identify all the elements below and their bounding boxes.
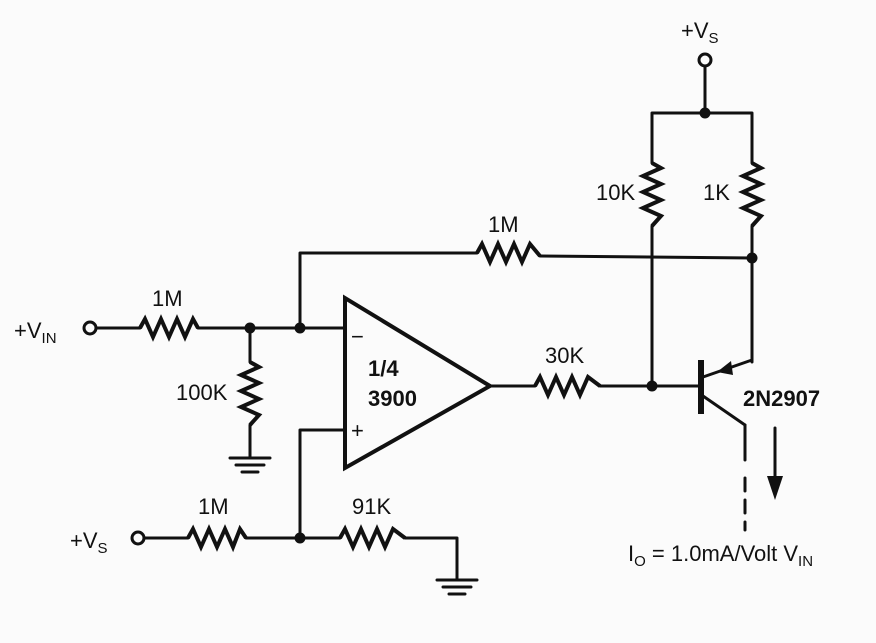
terminal-supply-bias xyxy=(130,530,146,546)
output-equation: IO = 1.0mA/Volt VIN xyxy=(628,541,813,570)
label-r-in: 1M xyxy=(152,286,183,311)
current-arrow xyxy=(767,426,783,500)
terminal-supply-top xyxy=(697,52,713,68)
resistor-r-feedback xyxy=(475,239,542,267)
resistor-r-top-left xyxy=(638,161,666,228)
resistor-r-bias xyxy=(186,524,248,553)
label-r-feedback: 1M xyxy=(488,212,519,237)
label-r-bias-ground: 91K xyxy=(352,494,391,519)
label-r-top-right: 1K xyxy=(703,180,730,205)
opamp-fraction: 1/4 xyxy=(368,356,399,381)
input-label: +VIN xyxy=(14,318,57,347)
transistor-part-label: 2N2907 xyxy=(743,386,820,411)
resistor-r-in xyxy=(138,314,200,342)
supply-label-bias: +VS xyxy=(70,528,108,557)
resistor-r-out xyxy=(533,372,602,400)
ground-symbol-left xyxy=(228,456,272,474)
opamp-symbol xyxy=(343,294,494,472)
junction-dots xyxy=(244,107,758,544)
resistor-r-top-right xyxy=(738,161,766,228)
opamp-inverting-sign: − xyxy=(351,324,364,349)
supply-label-top: +VS xyxy=(681,18,719,47)
terminal-input xyxy=(82,320,98,336)
opamp-noninverting-sign: + xyxy=(351,418,364,443)
transistor-symbol xyxy=(698,358,754,427)
label-r-out: 30K xyxy=(545,343,584,368)
label-r-top-left: 10K xyxy=(596,180,635,205)
resistor-r-ground xyxy=(236,360,264,427)
resistor-r-bias-ground xyxy=(338,524,407,552)
label-r-bias: 1M xyxy=(198,494,229,519)
wires xyxy=(95,64,754,582)
label-r-ground: 100K xyxy=(176,380,228,405)
opamp-part: 3900 xyxy=(368,386,417,411)
ground-symbol-right xyxy=(435,578,479,596)
